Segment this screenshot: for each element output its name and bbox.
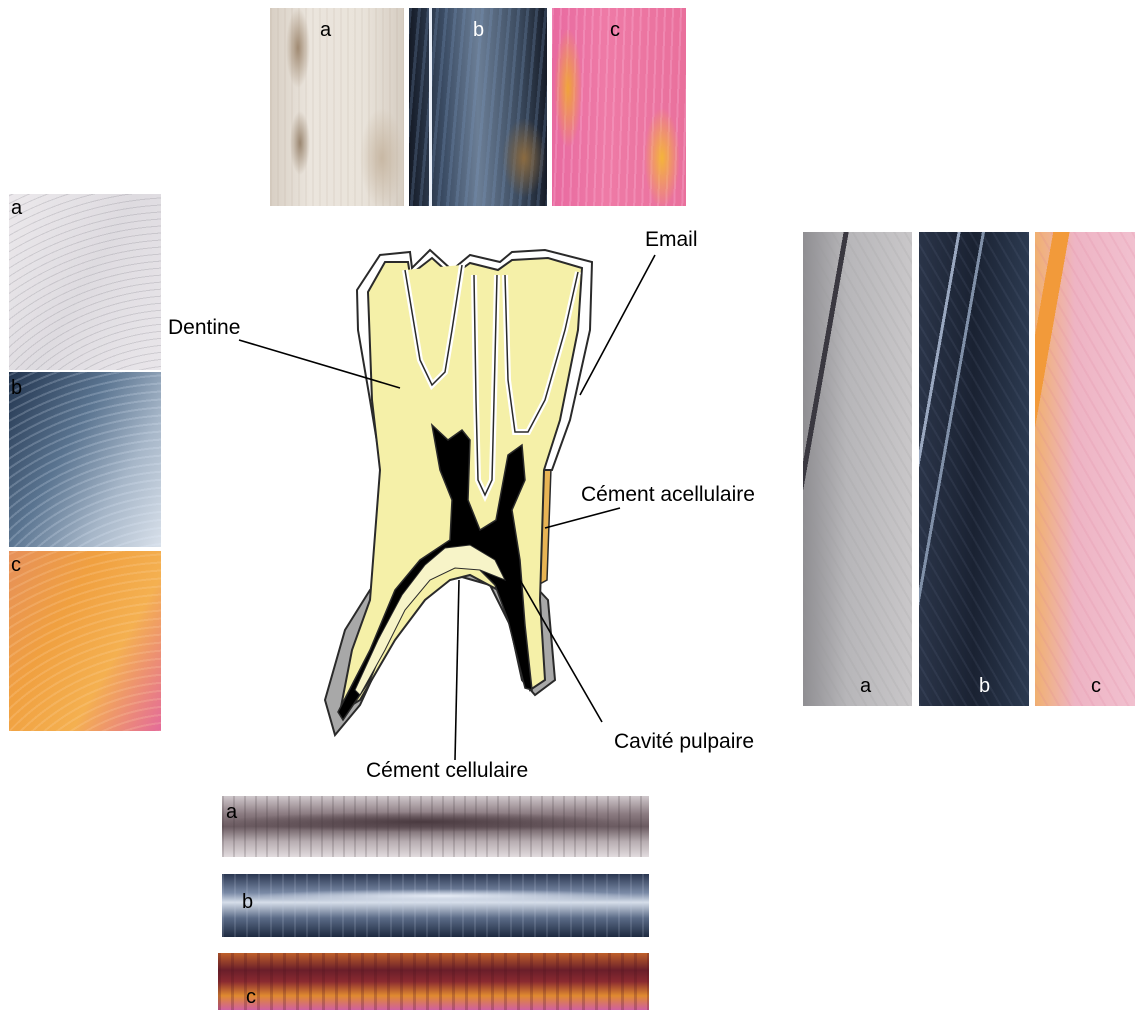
label-cavite-pulpaire: Cavité pulpaire (614, 730, 754, 754)
label-dentine: Dentine (168, 316, 240, 340)
label-cement-cellulaire: Cément cellulaire (366, 759, 528, 783)
leader-cement-acellulaire (545, 508, 620, 528)
leader-cement-cellulaire (455, 580, 459, 760)
label-email: Email (645, 228, 698, 252)
label-cement-acellulaire: Cément acellulaire (581, 483, 755, 507)
